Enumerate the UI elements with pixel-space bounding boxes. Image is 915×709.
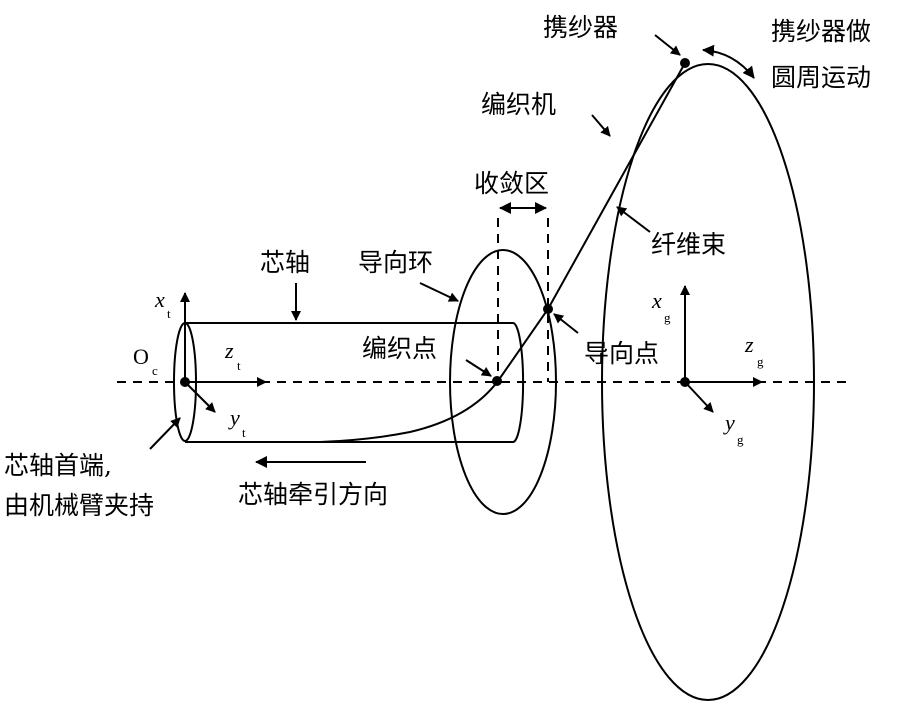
carrier-pointer — [654, 34, 681, 56]
guide-point-dot — [543, 304, 553, 314]
mandrel-x-sub: t — [167, 306, 171, 321]
machine-frame — [680, 285, 763, 413]
braiding-machine-pointer — [591, 114, 611, 137]
mandrel-x-label: x — [154, 287, 165, 312]
machine-x-sub: g — [664, 310, 671, 325]
mandrel-y-label: y — [228, 405, 240, 430]
carrier-motion-label-line1: 携纱器做 — [771, 17, 871, 46]
mandrel-origin-label: O — [133, 344, 149, 369]
mandrel-head-pointer — [149, 417, 181, 450]
braiding-machine-label: 编织机 — [481, 90, 556, 119]
braiding-point-pointer — [465, 359, 492, 377]
braiding-point-label: 编织点 — [362, 334, 437, 363]
convergence-zone-label: 收敛区 — [474, 169, 549, 198]
traction-direction-label: 芯轴牵引方向 — [238, 480, 388, 509]
mandrel-origin-sub: c — [152, 363, 158, 378]
mandrel-label: 芯轴 — [260, 248, 310, 277]
machine-x-label: x — [651, 288, 662, 313]
fiber-bundle-pointer — [616, 206, 651, 233]
mandrel-y-sub: t — [242, 425, 246, 440]
circular-motion-arrow — [702, 44, 755, 79]
fiber-bundle-label: 纤维束 — [651, 230, 726, 259]
mandrel-frame — [180, 292, 267, 413]
fiber-bundle-path — [319, 62, 686, 443]
carrier-label: 携纱器 — [543, 13, 618, 42]
machine-z-label: z — [744, 332, 754, 357]
guide-ring-pointer — [419, 282, 459, 302]
machine-z-sub: g — [757, 354, 764, 369]
guide-point-pointer — [553, 313, 579, 334]
machine-y-label: y — [723, 410, 735, 435]
carrier-motion-label-line2: 圆周运动 — [771, 63, 871, 92]
mandrel-head-label-line2: 由机械臂夹持 — [4, 491, 154, 520]
mandrel-z-sub: t — [237, 358, 241, 373]
mandrel-z-label: z — [224, 338, 234, 363]
guide-ring-label: 导向环 — [358, 248, 433, 277]
machine-y-sub: g — [737, 432, 744, 447]
guide-point-label: 导向点 — [584, 339, 659, 368]
braiding-point-dot — [492, 376, 502, 386]
carrier-point — [680, 58, 690, 68]
mandrel-head-label-line1: 芯轴首端, — [4, 451, 112, 480]
